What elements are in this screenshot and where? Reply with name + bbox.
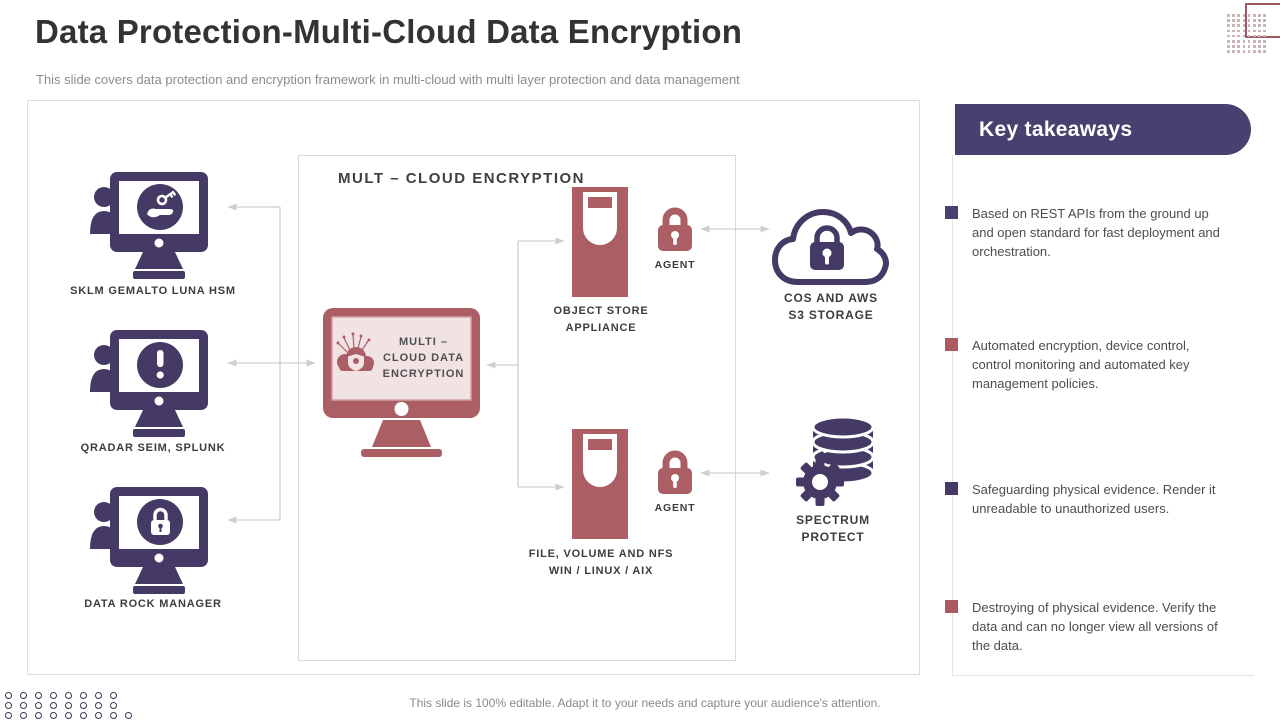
agent-lock-icon-bottom	[658, 450, 692, 494]
agent-lock-icon-top	[658, 207, 692, 251]
takeaway-text: Destroying of physical evidence. Verify …	[972, 600, 1218, 653]
takeaway-bullet	[945, 338, 958, 351]
takeaway-bullet	[945, 482, 958, 495]
monitor-label-qradar: QRADAR SEIM, SPLUNK	[80, 442, 226, 454]
takeaway-bullet	[945, 600, 958, 613]
monitor-siem-icon	[90, 330, 208, 437]
takeaway-text: Safeguarding physical evidence. Render i…	[972, 482, 1216, 516]
file-volume-server-icon	[572, 429, 628, 539]
decor-dot-grid-bottom-left	[5, 692, 145, 720]
key-takeaways-title: Key takeaways	[979, 117, 1133, 141]
object-store-label: OBJECT STORE APPLIANCE	[553, 305, 649, 334]
multi-cloud-encryption-box	[298, 155, 736, 661]
key-takeaways-panel	[952, 155, 1254, 676]
page-subtitle: This slide covers data protection and en…	[36, 72, 740, 87]
cloud-storage-icon	[772, 209, 889, 285]
hand-key-icon	[147, 190, 177, 218]
spectrum-protect-icon	[796, 415, 875, 506]
multi-cloud-encryption-box-title: MULT – CLOUD ENCRYPTION	[338, 170, 585, 187]
decor-rectangle	[1245, 3, 1280, 38]
central-monitor-screen: MULTI – CLOUD DATA ENCRYPTION	[334, 322, 469, 394]
agent-label-bottom: AGENT	[654, 502, 696, 514]
object-store-appliance-icon	[572, 187, 628, 297]
footer-note: This slide is 100% editable. Adapt it to…	[409, 696, 881, 710]
spectrum-protect-label: SPECTRUM PROTECT	[796, 513, 870, 544]
takeaway-text: Automated encryption, device control, co…	[972, 338, 1190, 391]
gear-icon	[796, 458, 844, 506]
exclamation-icon	[156, 350, 164, 379]
central-monitor-label: MULTI – CLOUD DATA ENCRYPTION	[382, 336, 465, 380]
decor-dot-grid-top-right	[1227, 14, 1269, 56]
page-title: Data Protection-Multi-Cloud Data Encrypt…	[35, 13, 743, 50]
monitor-data-rock-icon	[90, 487, 208, 594]
cloud-lock-icon	[810, 225, 844, 270]
lock-icon	[151, 507, 170, 535]
takeaway-bullet	[945, 206, 958, 219]
monitor-label-data-rock: DATA ROCK MANAGER	[84, 598, 222, 610]
cloud-shield-icon	[336, 332, 374, 371]
agent-label-top: AGENT	[654, 259, 696, 271]
monitor-key-management-icon	[90, 172, 208, 279]
takeaway-text: Based on REST APIs from the ground up an…	[972, 206, 1220, 259]
key-takeaways-header: Key takeaways	[955, 104, 1251, 155]
cloud-storage-label: COS AND AWS S3 STORAGE	[784, 291, 878, 322]
monitor-label-sklm: SKLM GEMALTO LUNA HSM	[70, 285, 236, 297]
file-volume-label: FILE, VOLUME AND NFS WIN / LINUX / AIX	[528, 548, 674, 577]
